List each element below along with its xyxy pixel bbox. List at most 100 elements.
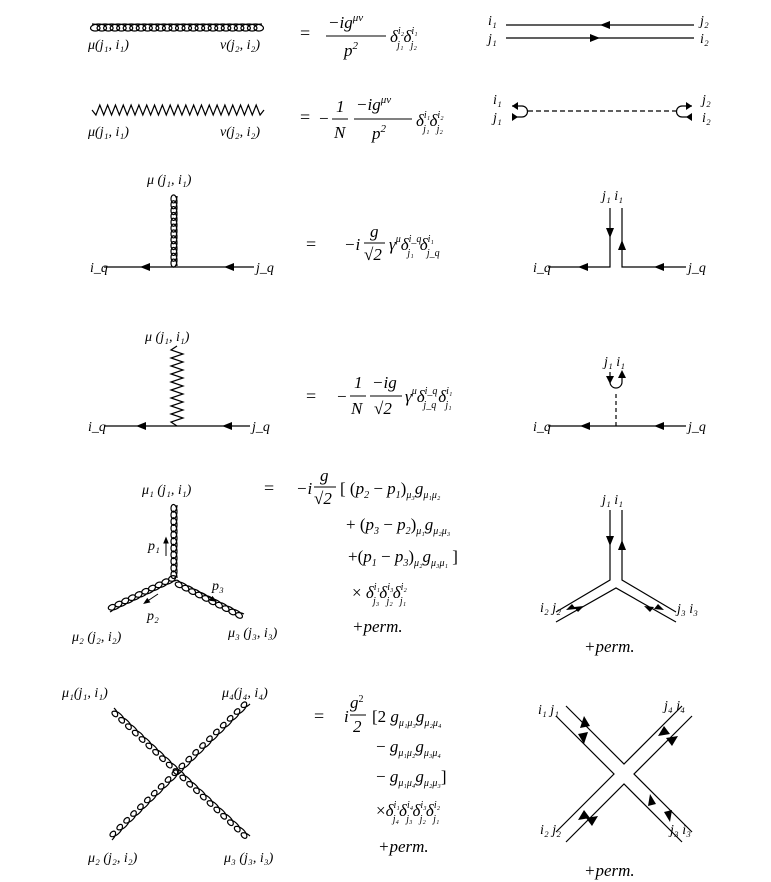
dl-label: i_q [533,420,551,435]
dl-label: j₁ [491,111,502,126]
br-index-label: μ₃ (j₃, i₃) [223,851,274,866]
momentum-label: p₂ [146,609,159,624]
dl-label: j_q [686,261,706,276]
three-gluon-vertex-row: p₁ p₂ p₃ μ₁ (j₁, i₁) μ₂ (j₂, i₂) μ₃ (j₃,… [71,466,698,656]
svg-text:1: 1 [336,97,345,116]
left-index-label: μ(j₁, i₁) [87,125,129,140]
right-index-label: ν(j₂, i₂) [220,125,260,140]
quark-gluon-double-line: j₁ i₁ i_q j_q [533,189,706,276]
svg-text:√2: √2 [374,399,392,418]
gluon-line [170,503,178,580]
dl-label: j₂ [700,93,711,108]
svg-text:N: N [350,399,364,418]
dl-label: i₁ [493,93,502,108]
svg-text:−: − [318,109,329,128]
equals-sign: = [264,478,274,498]
equals-sign: = [300,107,310,127]
equals-sign: = [314,706,324,726]
svg-text:p2: p2 [343,40,359,60]
u1-propagator-row: μ(j₁, i₁) ν(j₂, i₂) = − 1 N −igμν p2 δi₁… [87,93,711,143]
svg-text:i: i [344,707,349,726]
four-gluon-formula: i g2 2 [2 gμ₁μ₃gμ₂μ₄ − gμ₁μ₂gμ₃μ₄ − gμ₁μ… [344,693,447,856]
svg-text:g: g [370,222,379,241]
svg-text:√2: √2 [314,489,332,508]
gluon-line [107,575,178,613]
dl-label: j₃ i₃ [675,602,698,617]
svg-text:√2: √2 [364,245,382,264]
dl-label: j₁ [486,32,497,47]
quark-u1-vertex-row: μ (j₁, i₁) i_q j_q = − 1 N −ig √2 γμδi_q… [88,330,706,435]
top-index-label: μ₁ (j₁, i₁) [141,483,192,498]
perm-label: +perm. [584,637,635,656]
svg-text:−: − [336,387,347,406]
photon-line [91,103,265,117]
dl-label: j₁ i₁ [600,493,623,508]
svg-text:−igμν: −igμν [356,94,391,114]
dl-label: j₂ [698,14,709,29]
double-line-propagator: i₁ j₁ j₂ i₂ [486,14,709,47]
quark-u1-double-line: j₁ i₁ i_q j_q [533,355,706,435]
dl-label: i₂ [700,32,709,47]
bl-index-label: μ₂ (j₂, i₂) [87,851,138,866]
svg-text:+ (p3 − p2)μ₁gμ₂μ₃: + (p3 − p2)μ₁gμ₂μ₃ [346,515,451,537]
dl-label: i₁ [488,14,497,29]
dl-label: j₁ i₁ [600,189,623,204]
br-index-label: μ₃ (j₃, i₃) [227,626,278,641]
bl-index-label: μ₂ (j₂, i₂) [71,630,122,645]
left-index-label: i_q [90,261,108,276]
dl-label: j₃ i₃ [668,823,691,838]
photon-line [169,345,185,427]
left-index-label: μ(j₁, i₁) [87,38,129,53]
svg-text:+perm.: +perm. [378,837,429,856]
equals-sign: = [306,386,316,406]
three-gluon-formula: −i g √2 [ (p2 − p1)μ₃gμ₁μ₂ + (p3 − p2)μ₁… [296,466,458,636]
momentum-label: p₃ [211,579,224,594]
svg-text:+perm.: +perm. [352,617,403,636]
gluon-line [111,707,251,839]
svg-text:1: 1 [354,373,363,392]
three-gluon-double-line: j₁ i₁ i₂ j₂ j₃ i₃ +perm. [540,493,698,656]
svg-text:2: 2 [353,717,362,736]
dl-label: j₄ i₄ [662,699,685,714]
tr-index-label: μ₄(j₄, i₄) [221,686,268,701]
svg-text:p2: p2 [371,123,387,143]
right-index-label: ν(j₂, i₂) [220,38,260,53]
svg-text:− gμ₁μ₄gμ₂μ₃]: − gμ₁μ₄gμ₂μ₃] [376,767,447,789]
u1-double-line: i₁ j₁ j₂ i₂ [491,93,711,126]
dl-label: j₁ i₁ [602,355,625,370]
right-index-label: j_q [250,420,270,435]
dl-label: j_q [686,420,706,435]
svg-text:g: g [320,466,329,485]
svg-text:+(p1 − p3)μ₂gμ₃μ₁ ]: +(p1 − p3)μ₂gμ₃μ₁ ] [348,547,458,569]
dl-label: i₂ j₂ [540,601,561,616]
gluon-line [170,194,178,268]
svg-text:[ (p2 − p1)μ₃gμ₁μ₂: [ (p2 − p1)μ₃gμ₁μ₂ [340,479,441,501]
equals-sign: = [300,23,310,43]
svg-text:N: N [333,123,347,142]
svg-text:g2: g2 [350,693,364,712]
tl-index-label: μ₁(j₁, i₁) [61,686,108,701]
equals-sign: = [306,234,316,254]
svg-text:− gμ₁μ₂gμ₃μ₄: − gμ₁μ₂gμ₃μ₄ [376,737,441,759]
perm-label: +perm. [584,861,635,880]
svg-text:−ig: −ig [372,373,397,392]
left-index-label: i_q [88,420,106,435]
svg-text:−igμν: −igμν [328,12,363,32]
svg-text:−i: −i [344,235,360,254]
svg-text:−i: −i [296,479,312,498]
svg-text:[2 gμ₁μ₃gμ₂μ₄: [2 gμ₁μ₃gμ₂μ₄ [372,707,442,729]
gluon-line [109,701,251,841]
top-index-label: μ (j₁, i₁) [146,173,192,188]
four-gluon-vertex-row: μ₁(j₁, i₁) μ₄(j₄, i₄) μ₂ (j₂, i₂) μ₃ (j₃… [61,686,693,880]
top-index-label: μ (j₁, i₁) [144,330,190,345]
dl-label: i₂ j₂ [540,823,561,838]
